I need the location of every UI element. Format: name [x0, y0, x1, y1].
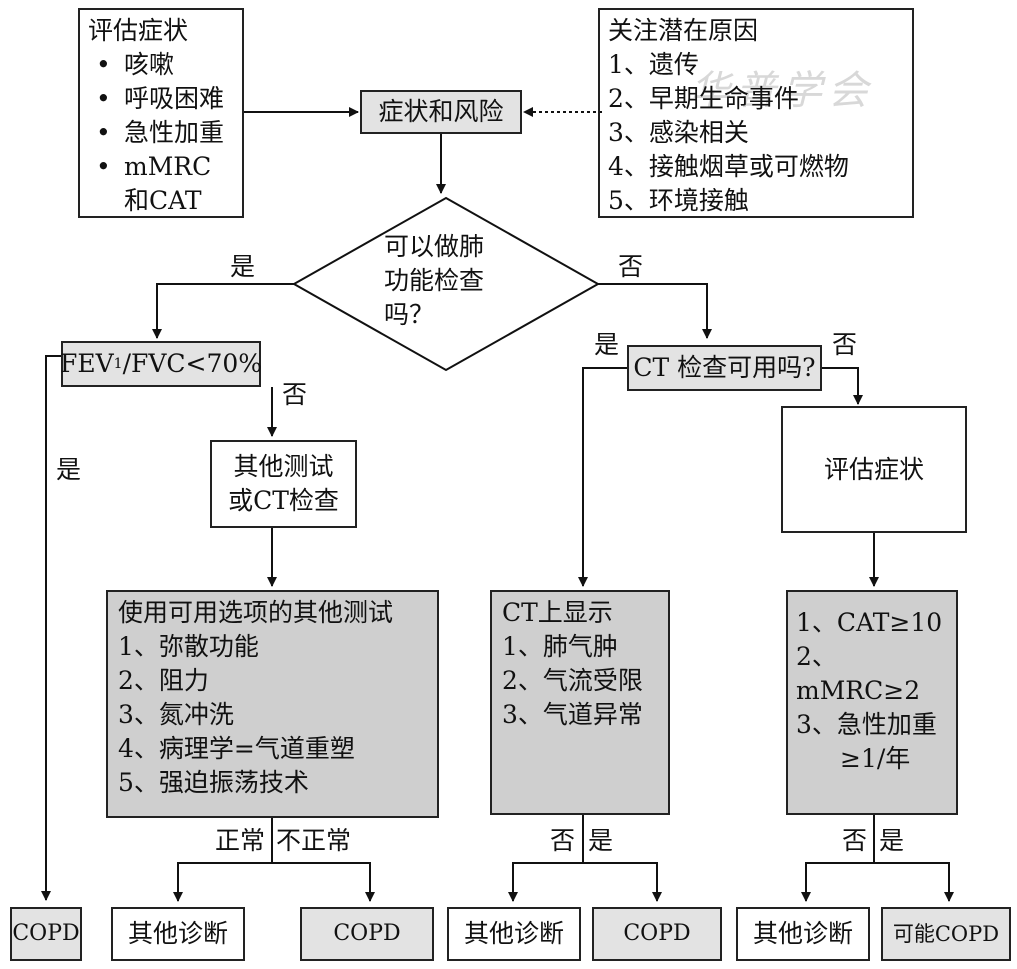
- decision-line: 可以做肺: [384, 232, 485, 261]
- assess-symptoms-2-box: 评估症状: [781, 406, 967, 533]
- cause-item: 5、环境接触: [608, 186, 749, 215]
- outcome-label: 可能COPD: [892, 922, 1000, 946]
- ct-findings-title: CT上显示: [502, 598, 613, 627]
- symptoms-risk-box: 症状和风险: [360, 90, 522, 134]
- assess-item: 咳嗽: [88, 48, 234, 82]
- other-tests-line: 其他测试: [233, 452, 334, 481]
- ct-findings-no-label: 否: [550, 826, 576, 855]
- outcome-label: 其他诊断: [752, 919, 853, 948]
- criteria-item: ≥1/年: [840, 744, 911, 773]
- assess-item: 呼吸困难: [88, 82, 234, 116]
- criteria-item: 1、CAT≥10: [796, 608, 943, 637]
- criteria-no-label: 否: [842, 826, 868, 855]
- option-item: 3、氮冲洗: [118, 700, 234, 729]
- outcome-copd-left: COPD: [10, 907, 82, 961]
- fev-prefix: FEV: [59, 349, 114, 378]
- ct-finding-item: 1、肺气肿: [502, 632, 618, 661]
- symptoms-risk-label: 症状和风险: [378, 97, 504, 126]
- watermark: 华普学会: [690, 68, 874, 114]
- other-tests-box: 其他测试 或CT检查: [210, 440, 357, 528]
- ct-yes-label: 是: [594, 330, 620, 359]
- cause-item: 2、早期生命事件: [608, 84, 799, 113]
- option-item: 5、强迫振荡技术: [118, 768, 309, 797]
- criteria-item: 3、急性加重: [796, 710, 937, 739]
- option-item: 1、弥散功能: [118, 632, 259, 661]
- assess-item: mMRC和CAT: [88, 150, 234, 218]
- option-item: 2、阻力: [118, 666, 209, 695]
- outcome-other-diagnosis-1: 其他诊断: [111, 907, 245, 961]
- other-tests-options-box: 使用可用选项的其他测试 1、弥散功能 2、阻力 3、氮冲洗 4、病理学=气道重塑…: [106, 590, 439, 818]
- criteria-item: 2、mMRC≥2: [796, 642, 921, 705]
- ct-available-label: CT 检查可用吗?: [633, 353, 816, 382]
- outcome-copd-2: COPD: [592, 907, 722, 961]
- decision-line: 功能检查: [384, 266, 485, 295]
- fev-yes-label: 是: [56, 455, 82, 484]
- normal-label: 正常: [215, 826, 266, 855]
- symptom-criteria-box: 1、CAT≥10 2、mMRC≥2 3、急性加重 ≥1/年: [786, 590, 958, 815]
- assess-item: 急性加重: [88, 116, 234, 150]
- ct-finding-item: 3、气道异常: [502, 700, 643, 729]
- outcome-label: 其他诊断: [463, 919, 564, 948]
- underlying-causes-box: 关注潜在原因 1、遗传 2、早期生命事件 3、感染相关 4、接触烟草或可燃物 5…: [598, 8, 914, 218]
- option-item: 4、病理学=气道重塑: [118, 734, 355, 763]
- outcome-other-diagnosis-3: 其他诊断: [736, 907, 870, 961]
- outcome-copd-1: COPD: [300, 907, 434, 961]
- outcome-label: COPD: [12, 921, 80, 946]
- outcome-label: COPD: [623, 921, 691, 946]
- other-tests-line: 或CT检查: [228, 486, 339, 515]
- options-title: 使用可用选项的其他测试: [118, 598, 394, 627]
- cause-item: 3、感染相关: [608, 118, 749, 147]
- assess2-label: 评估症状: [823, 454, 924, 484]
- spiro-no-label: 否: [618, 252, 644, 281]
- assess-symptoms-box: 评估症状 咳嗽 呼吸困难 急性加重 mMRC和CAT: [78, 8, 244, 218]
- assess-title: 评估症状: [88, 16, 189, 45]
- outcome-other-diagnosis-2: 其他诊断: [447, 907, 581, 961]
- outcome-label: COPD: [333, 921, 401, 946]
- cause-item: 4、接触烟草或可燃物: [608, 152, 849, 181]
- assess-list: 咳嗽 呼吸困难 急性加重 mMRC和CAT: [88, 48, 234, 218]
- spirometry-decision-text: 可以做肺 功能检查 吗？: [384, 230, 484, 332]
- fev-no-label: 否: [282, 380, 308, 409]
- ct-findings-box: CT上显示 1、肺气肿 2、气流受限 3、气道异常: [490, 590, 670, 815]
- criteria-yes-label: 是: [879, 826, 905, 855]
- outcome-possible-copd: 可能COPD: [881, 907, 1011, 961]
- ct-findings-yes-label: 是: [588, 826, 614, 855]
- abnormal-label: 不正常: [276, 826, 352, 855]
- ct-finding-item: 2、气流受限: [502, 666, 643, 695]
- causes-title: 关注潜在原因: [608, 16, 759, 45]
- ct-available-box: CT 检查可用吗?: [627, 345, 822, 391]
- outcome-label: 其他诊断: [127, 919, 228, 948]
- ct-no-label: 否: [832, 330, 858, 359]
- fev-sub: 1: [113, 356, 123, 372]
- spiro-yes-label: 是: [230, 252, 256, 281]
- cause-item: 1、遗传: [608, 50, 699, 79]
- fev-suffix: /FVC<70%: [122, 349, 263, 378]
- decision-line: 吗？: [384, 300, 435, 329]
